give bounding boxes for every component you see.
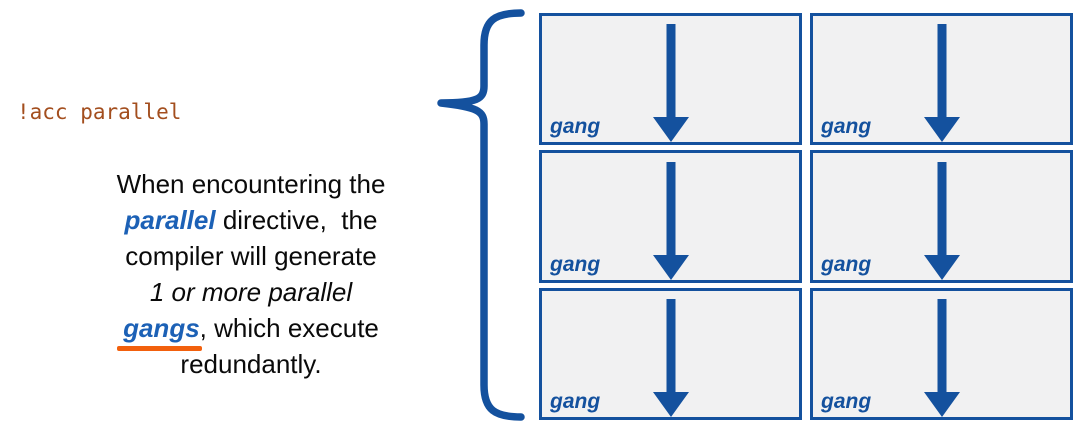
gang-box-1: gang bbox=[539, 13, 802, 146]
gang-box-5: gang bbox=[539, 287, 802, 420]
paragraph-line-1: When encountering the bbox=[36, 166, 466, 202]
down-arrow-icon bbox=[652, 24, 689, 143]
keyword-gangs: gangs bbox=[123, 313, 200, 343]
paragraph-line-3: compiler will generate bbox=[36, 238, 466, 274]
paragraph-line-4: 1 or more parallel bbox=[36, 274, 466, 310]
down-arrow-icon bbox=[923, 298, 960, 417]
gang-label: gang bbox=[550, 252, 601, 276]
gang-label: gang bbox=[550, 389, 601, 413]
down-arrow-icon bbox=[652, 161, 689, 280]
down-arrow-icon bbox=[652, 298, 689, 417]
paragraph-line-6: redundantly. bbox=[36, 346, 466, 382]
gang-box-6: gang bbox=[810, 287, 1073, 420]
keyword-parallel: parallel bbox=[124, 205, 216, 235]
gang-label: gang bbox=[821, 389, 872, 413]
down-arrow-icon bbox=[923, 161, 960, 280]
gang-label: gang bbox=[821, 115, 872, 139]
paragraph-text: directive, the bbox=[215, 205, 378, 235]
paragraph-text-italic: 1 or more parallel bbox=[149, 277, 353, 307]
gang-grid: gang gang gang gang gang bbox=[539, 13, 1073, 420]
left-curly-brace-icon bbox=[437, 9, 525, 421]
down-arrow-icon bbox=[923, 24, 960, 143]
paragraph-text: compiler will generate bbox=[125, 241, 377, 271]
acc-parallel-directive-code: !acc parallel bbox=[17, 100, 182, 124]
gang-box-2: gang bbox=[810, 13, 1073, 146]
paragraph-text: , which execute bbox=[199, 313, 379, 343]
gang-label: gang bbox=[821, 252, 872, 276]
explanation-paragraph: When encountering the parallel directive… bbox=[36, 166, 466, 382]
gang-box-4: gang bbox=[810, 150, 1073, 283]
paragraph-line-2: parallel directive, the bbox=[36, 202, 466, 238]
paragraph-line-5: gangs, which execute bbox=[36, 310, 466, 346]
paragraph-text: When encountering the bbox=[116, 169, 386, 199]
paragraph-text: redundantly. bbox=[180, 349, 322, 379]
gang-label: gang bbox=[550, 115, 601, 139]
gang-box-3: gang bbox=[539, 150, 802, 283]
